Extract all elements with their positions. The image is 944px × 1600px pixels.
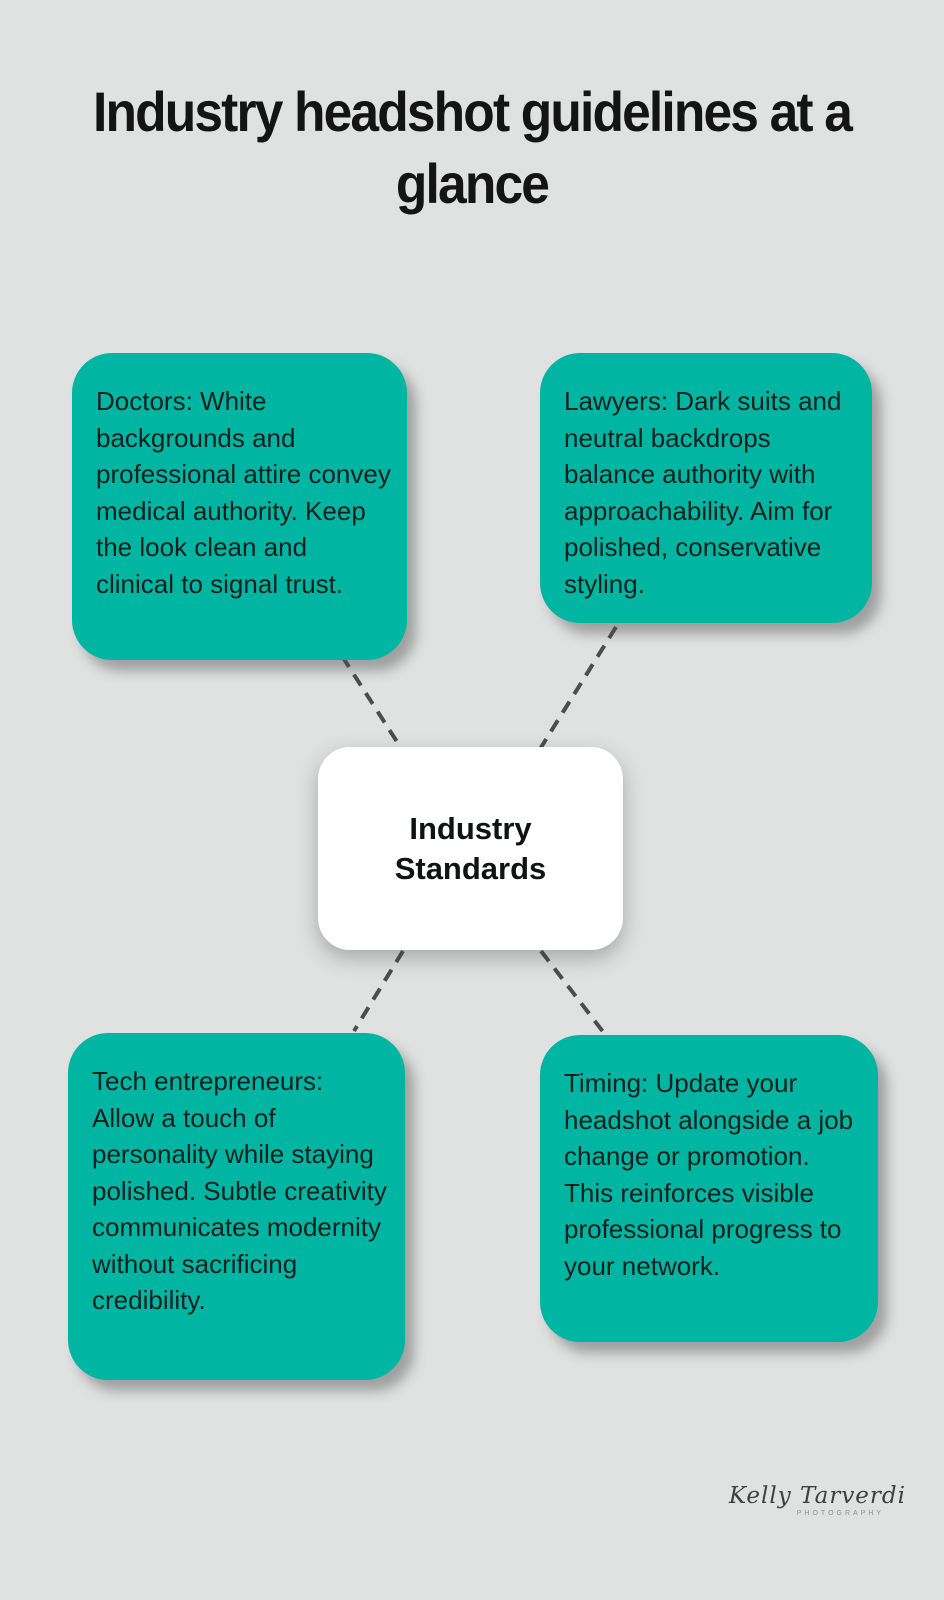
page-title-text: Industry headshot guidelines at a glance (92, 80, 853, 215)
card-tech-entrepreneurs: Tech entrepreneurs: Allow a touch of per… (68, 1033, 405, 1380)
signature-name: Kelly Tarverdi (728, 1483, 906, 1509)
card-doctors: Doctors: White backgrounds and professio… (72, 353, 407, 660)
connector-line-lawyers (538, 625, 618, 751)
card-timing-text: Timing: Update your headshot alongside a… (564, 1068, 854, 1281)
signature-subtitle: PHOTOGRAPHY (796, 1510, 885, 1517)
card-timing: Timing: Update your headshot alongside a… (540, 1035, 878, 1342)
signature: Kelly Tarverdi PHOTOGRAPHY (729, 1483, 906, 1517)
center-node: Industry Standards (318, 747, 623, 950)
card-tech-entrepreneurs-text: Tech entrepreneurs: Allow a touch of per… (92, 1066, 387, 1315)
card-lawyers: Lawyers: Dark suits and neutral backdrop… (540, 353, 872, 623)
card-doctors-text: Doctors: White backgrounds and professio… (96, 386, 391, 599)
card-lawyers-text: Lawyers: Dark suits and neutral backdrop… (564, 386, 842, 599)
connector-line-doctors (340, 654, 403, 750)
center-node-label: Industry Standards (394, 810, 547, 886)
connector-line-tech (352, 949, 405, 1033)
connector-line-timing (539, 949, 606, 1035)
page-title: Industry headshot guidelines at a glance (38, 76, 906, 220)
